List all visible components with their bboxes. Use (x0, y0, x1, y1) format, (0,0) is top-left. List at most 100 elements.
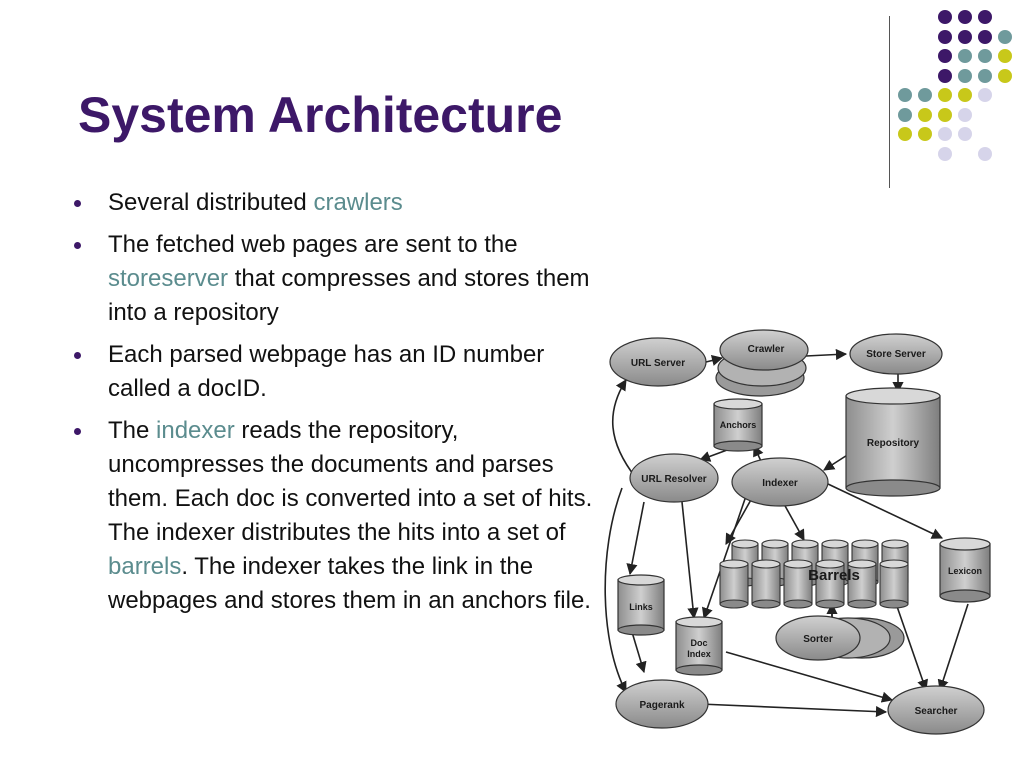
decorative-dot (958, 49, 972, 63)
bullet-text: . The indexer takes the link in the webp… (108, 553, 591, 614)
node-url-resolver: URL Resolver (629, 453, 719, 503)
highlighted-term: barrels (108, 553, 182, 580)
bullet-item: The indexer reads the repository, uncomp… (72, 414, 602, 618)
barrel-cylinder (783, 559, 813, 609)
edge-lexicon-searcher (937, 603, 969, 692)
decorative-dot (958, 68, 972, 83)
doc-index-label-line1: Doc (690, 638, 707, 648)
decorative-dot (998, 49, 1012, 63)
edge-pagerank-searcher (699, 703, 888, 718)
node-doc-index: Doc Index (675, 616, 723, 676)
bullet-text: that compresses and stores them into a r… (108, 265, 590, 326)
edge-indexer-lexicon (827, 483, 944, 539)
decorative-dot (978, 49, 992, 63)
indexer-label: Indexer (762, 478, 798, 489)
doc-index-label-line2: Index (687, 649, 711, 659)
bullet-text: The fetched web pages are sent to the (108, 231, 518, 258)
highlighted-term: crawlers (313, 189, 403, 216)
edge-urlresolver-links (626, 501, 645, 576)
crawler-label: Crawler (748, 344, 785, 355)
edge-indexer-barrels (783, 503, 805, 541)
edge-urlresolver-urlserver (611, 379, 637, 479)
node-anchors: Anchors (713, 398, 763, 452)
edge-urlresolver-docindex (681, 501, 699, 620)
node-store-server: Store Server (849, 333, 943, 375)
slide-title: System Architecture (78, 87, 563, 143)
decorative-dot (938, 49, 952, 63)
decorative-dot (938, 29, 952, 44)
edge-links-pagerank (631, 631, 647, 674)
barrel-cylinder (719, 559, 749, 609)
decorative-dot (978, 88, 992, 102)
links-label: Links (629, 602, 653, 612)
decorative-dot (938, 107, 952, 122)
node-links: Links (617, 574, 665, 636)
barrel-cylinder (847, 559, 877, 609)
decorative-dot (978, 68, 992, 83)
bullet-item: Each parsed webpage has an ID number cal… (72, 338, 602, 406)
edge-indexer-docindex (701, 495, 747, 620)
architecture-diagram: URL Server Crawler Store Server Reposito… (604, 329, 991, 735)
url-server-label: URL Server (631, 358, 685, 369)
decorative-dot (938, 127, 952, 141)
decorative-dot (998, 68, 1012, 83)
decorative-dot (898, 127, 912, 141)
decorative-dot (938, 10, 952, 24)
node-repository: Repository (845, 387, 941, 497)
node-sorter: Sorter (775, 615, 905, 661)
edge-urlserver-crawler (705, 355, 724, 366)
pagerank-label: Pagerank (639, 700, 684, 711)
decorative-dot (898, 107, 912, 122)
url-resolver-label: URL Resolver (641, 474, 707, 485)
decorative-dot (918, 127, 932, 141)
decorative-dot (958, 107, 972, 122)
highlighted-term: storeserver (108, 265, 229, 292)
lexicon-label: Lexicon (948, 566, 982, 576)
searcher-label: Searcher (915, 706, 958, 717)
decorative-dot-grid (898, 10, 1012, 170)
title-divider (889, 16, 890, 188)
decorative-dot (958, 29, 972, 44)
node-searcher: Searcher (887, 685, 985, 735)
node-indexer: Indexer (731, 457, 829, 507)
decorative-dot (898, 88, 912, 102)
bullet-text: reads the repository, uncompresses the d… (108, 417, 593, 546)
decorative-dot (918, 88, 932, 102)
decorative-dot (938, 88, 952, 102)
bullet-item: The fetched web pages are sent to the st… (72, 228, 602, 330)
sorter-label: Sorter (803, 634, 833, 645)
edge-urlresolver-left (604, 487, 627, 693)
decorative-dot (978, 29, 992, 44)
decorative-dot (958, 88, 972, 102)
repository-label: Repository (867, 438, 920, 449)
bullet-text: The (108, 417, 157, 444)
node-barrels (719, 539, 909, 609)
decorative-dot (978, 146, 992, 161)
decorative-dot (938, 146, 952, 161)
store-server-label: Store Server (866, 349, 926, 360)
edge-crawler-storeserver (805, 348, 848, 361)
bullet-item: Several distributed crawlers (72, 186, 602, 220)
decorative-dot (918, 107, 932, 122)
barrel-cylinder (751, 559, 781, 609)
highlighted-term: indexer (156, 417, 235, 444)
decorative-dot (998, 29, 1012, 44)
edge-indexer-barrels-left (725, 497, 753, 545)
decorative-dot (958, 127, 972, 141)
node-crawler: Crawler (715, 329, 809, 397)
anchors-label: Anchors (720, 420, 757, 430)
bullet-text: Each parsed webpage has an ID number cal… (108, 341, 545, 402)
barrel-cylinder (815, 559, 845, 609)
barrels-label: Barrels (808, 567, 860, 584)
diagram-edges (604, 348, 969, 718)
decorative-dot (958, 10, 972, 24)
bullet-text: Several distributed (108, 189, 314, 216)
edge-docindex-searcher (725, 651, 894, 703)
decorative-dot (978, 10, 992, 24)
decorative-dot (938, 68, 952, 83)
node-url-server: URL Server (609, 337, 707, 387)
node-lexicon: Lexicon (939, 537, 991, 603)
node-pagerank: Pagerank (615, 679, 709, 729)
